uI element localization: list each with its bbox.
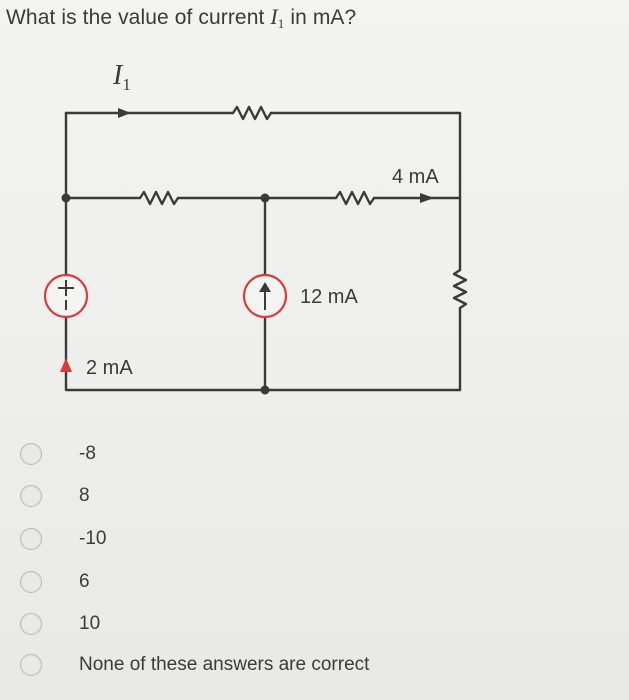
resistor-mid-right-icon	[334, 190, 376, 206]
label-12ma: 12 mA	[300, 286, 358, 308]
radio-button[interactable]	[20, 571, 42, 593]
arrow-2ma-icon	[60, 358, 72, 372]
label-4ma: 4 mA	[392, 166, 439, 188]
wire-top-right	[269, 111, 462, 200]
radio-button[interactable]	[20, 485, 42, 507]
node-center-bottom	[260, 385, 270, 395]
label-2ma: 2 mA	[86, 357, 133, 379]
option-3[interactable]: -10	[20, 524, 106, 554]
question-variable: I1	[270, 4, 285, 31]
question-suffix: in mA?	[284, 6, 357, 29]
resistor-top-icon	[231, 105, 273, 121]
node-left-mid	[61, 193, 71, 203]
circuit-diagram: I1 4 mA 2 mA 12 mA	[43, 60, 468, 395]
current-arrow-icon	[118, 108, 131, 118]
radio-button[interactable]	[20, 528, 42, 550]
option-label: -10	[79, 528, 107, 549]
question-text: What is the value of current I1 in mA?	[6, 4, 356, 32]
option-label: 6	[79, 571, 90, 592]
radio-button[interactable]	[20, 613, 42, 635]
arrow-4ma-icon	[420, 193, 434, 203]
question-prefix: What is the value of current	[6, 6, 271, 29]
resistor-right-icon	[452, 268, 468, 310]
option-label: 8	[79, 485, 90, 506]
option-label: 10	[79, 613, 101, 634]
radio-button[interactable]	[20, 654, 42, 676]
resistor-mid-left-icon	[138, 190, 180, 206]
radio-button[interactable]	[20, 443, 42, 465]
voltage-source-icon	[43, 273, 89, 319]
node-center-mid	[260, 193, 270, 203]
current-label-i1: I1	[112, 60, 131, 94]
option-5[interactable]: 10	[20, 609, 100, 639]
option-6[interactable]: None of these answers are correct	[20, 650, 369, 680]
option-label: None of these answers are correct	[79, 654, 370, 675]
option-label: -8	[79, 443, 96, 464]
current-source-icon	[242, 273, 288, 319]
option-4[interactable]: 6	[20, 567, 90, 597]
option-2[interactable]: 8	[20, 481, 90, 511]
option-1[interactable]: -8	[20, 439, 96, 469]
wire-left-lower	[64, 316, 462, 392]
